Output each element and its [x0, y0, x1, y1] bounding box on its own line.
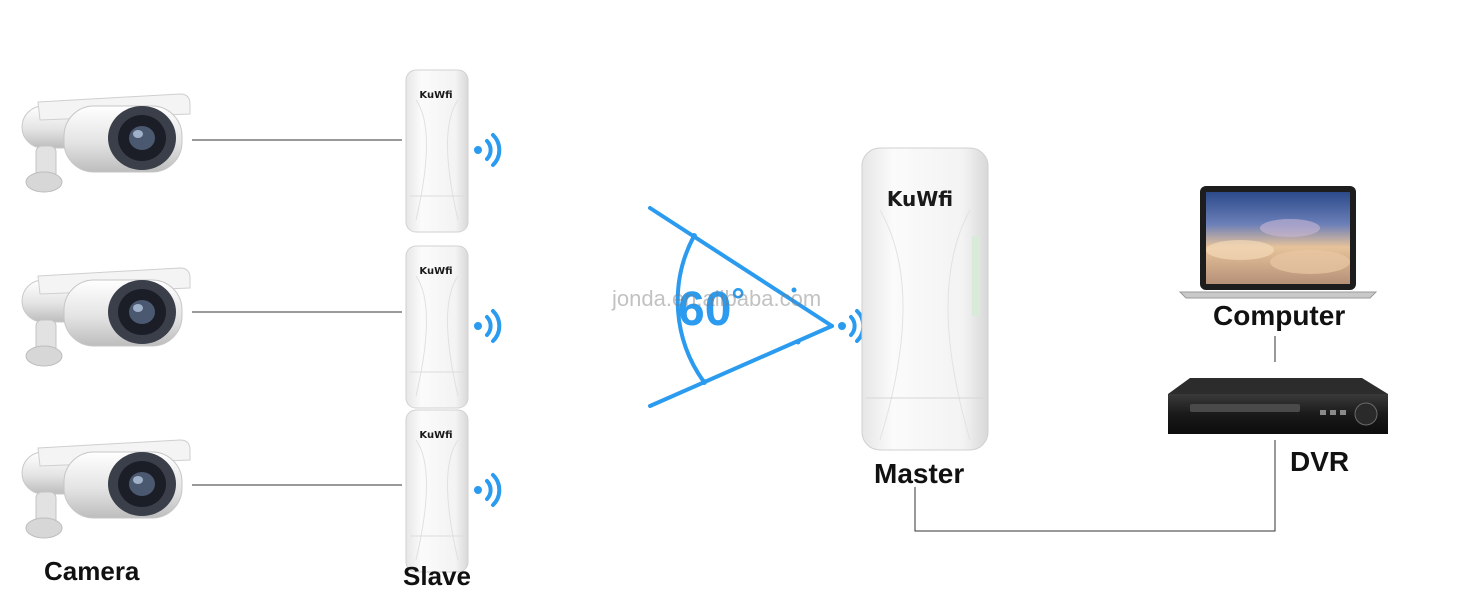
master-device: KuWfi	[861, 147, 989, 451]
camera-3	[21, 439, 191, 539]
degree-symbol: °	[731, 282, 745, 320]
laptop-icon	[1178, 186, 1378, 299]
coverage-angle-wedge	[648, 206, 834, 408]
camera-label: Camera	[44, 556, 140, 586]
dvr-recorder-icon	[1168, 378, 1388, 434]
slave-device-1	[405, 69, 469, 233]
link-master-dvr	[914, 440, 1276, 532]
slave-device-3	[405, 409, 469, 573]
coverage-angle-label: 60°	[678, 282, 745, 337]
wifi-signal-icon	[836, 309, 866, 343]
slave-label: Slave	[403, 561, 471, 591]
computer-label: Computer	[1213, 300, 1346, 331]
watermark: jonda.en.alibaba.com	[612, 286, 822, 311]
wifi-signal-icon	[472, 473, 502, 507]
angle-value: 60	[678, 283, 732, 336]
wifi-signal-icon	[472, 309, 502, 343]
master-label: Master	[874, 458, 965, 489]
camera-2	[21, 267, 191, 367]
connection-lines	[192, 139, 1276, 532]
camera-1	[21, 93, 191, 193]
dvr-label: DVR	[1290, 446, 1350, 477]
svg-text:KuWfi: KuWfi	[887, 187, 953, 211]
wifi-signal-icon	[472, 133, 502, 167]
slave-device-2	[405, 245, 469, 409]
